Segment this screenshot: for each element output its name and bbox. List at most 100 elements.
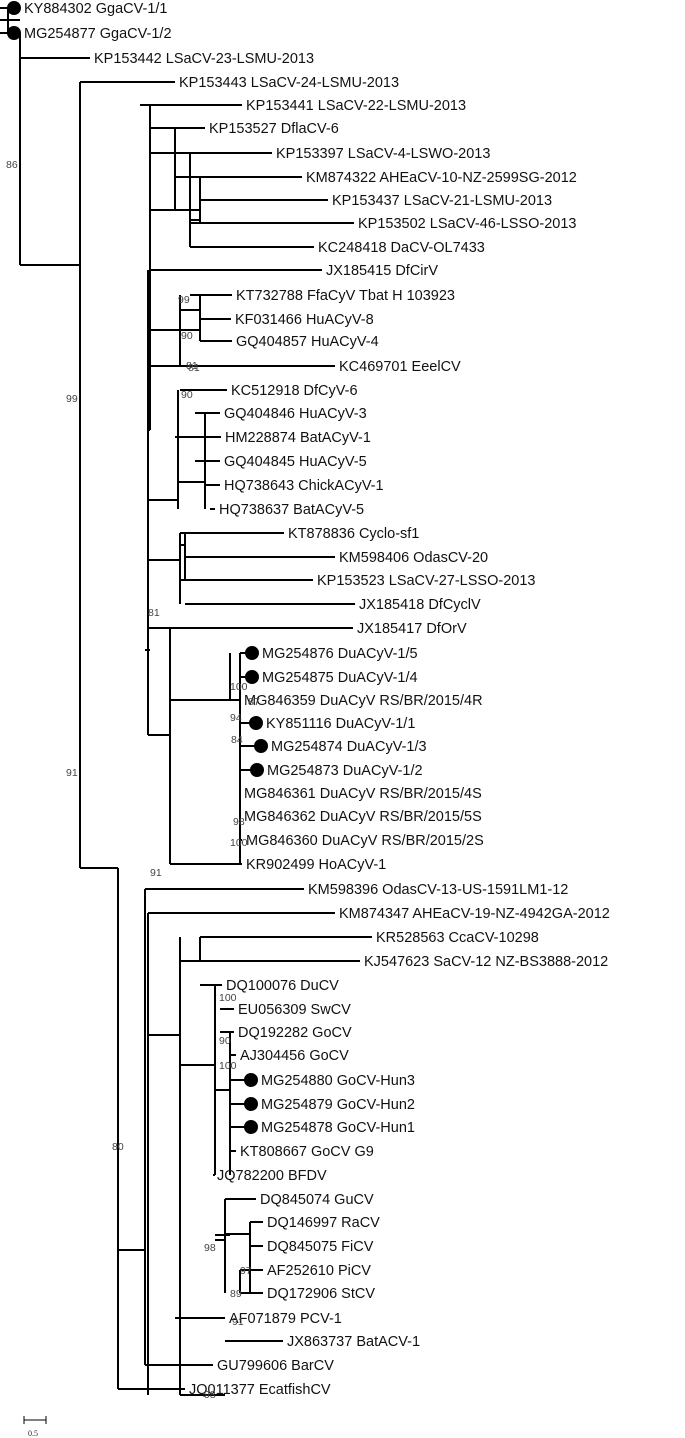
taxon-label: DQ172906 StCV: [267, 1286, 375, 1302]
taxon-label: JX185415 DfCirV: [326, 263, 438, 279]
bootstrap-value: 91: [150, 867, 162, 879]
taxon-label: MG846361 DuACyV RS/BR/2015/4S: [244, 786, 482, 802]
bootstrap-value: 99: [66, 393, 78, 405]
taxon-label: KP153523 LSaCV-27-LSSO-2013: [317, 573, 535, 589]
bootstrap-value: 87: [248, 696, 260, 708]
taxon-label: MG254874 DuACyV-1/3: [271, 739, 427, 755]
taxon-label: KJ547623 SaCV-12 NZ-BS3888-2012: [364, 954, 608, 970]
taxon-label: JX185418 DfCyclV: [359, 597, 481, 613]
taxon-label: KF031466 HuACyV-8: [235, 312, 374, 328]
taxon-label: JX863737 BatACV-1: [287, 1334, 420, 1350]
taxon-label: AF071879 PCV-1: [229, 1311, 342, 1327]
taxon-label: HM228874 BatACyV-1: [225, 430, 371, 446]
sample-marker-dot: [244, 1073, 258, 1087]
bootstrap-value: 90: [181, 330, 193, 342]
bootstrap-value: 94: [230, 712, 242, 724]
taxon-label: GQ404846 HuACyV-3: [224, 406, 367, 422]
bootstrap-value: 81: [148, 607, 160, 619]
taxon-label: KC512918 DfCyV-6: [231, 383, 358, 399]
taxon-label: GU799606 BarCV: [217, 1358, 334, 1374]
sample-marker-dot: [249, 716, 263, 730]
bootstrap-value: 81: [186, 360, 198, 372]
taxon-label: AF252610 PiCV: [267, 1263, 371, 1279]
bootstrap-value: 84: [231, 734, 243, 746]
taxon-label: DQ100076 DuCV: [226, 978, 339, 994]
sample-marker-dot: [7, 1, 21, 15]
sample-marker-dot: [244, 1097, 258, 1111]
bootstrap-value: 91: [232, 1316, 244, 1328]
taxon-label: KP153442 LSaCV-23-LSMU-2013: [94, 51, 314, 67]
scale-bar: 0.5: [23, 1416, 47, 1438]
taxon-label: MG846360 DuACyV RS/BR/2015/2S: [246, 833, 484, 849]
bootstrap-value: 97: [240, 1265, 252, 1277]
taxon-label: MG846359 DuACyV RS/BR/2015/4R: [244, 693, 483, 709]
taxon-label: DQ845075 FiCV: [267, 1239, 374, 1255]
taxon-label: KC248418 DaCV-OL7433: [318, 240, 485, 256]
bootstrap-labels: 8699919981909081811008794849810091100901…: [6, 159, 260, 1401]
tree-branches: [0, 7, 372, 1396]
bootstrap-value: 90: [181, 389, 193, 401]
sample-markers: [7, 1, 268, 1134]
bootstrap-value: 100: [230, 681, 248, 693]
taxon-label: DQ146997 RaCV: [267, 1215, 380, 1231]
bootstrap-value: 100: [230, 837, 248, 849]
taxon-label: KM874347 AHEaCV-19-NZ-4942GA-2012: [339, 906, 610, 922]
taxon-label: JQ782200 BFDV: [217, 1168, 327, 1184]
bootstrap-value: 89: [230, 1288, 242, 1300]
taxon-label: MG254880 GoCV-Hun3: [261, 1073, 415, 1089]
sample-marker-dot: [7, 26, 21, 40]
taxon-label: MG254875 DuACyV-1/4: [262, 670, 418, 686]
taxon-label: MG254877 GgaCV-1/2: [24, 26, 172, 42]
bootstrap-value: 80: [112, 1141, 124, 1153]
taxon-label: MG254878 GoCV-Hun1: [261, 1120, 415, 1136]
sample-marker-dot: [244, 1120, 258, 1134]
taxon-label: KP153397 LSaCV-4-LSWO-2013: [276, 146, 490, 162]
taxon-label: DQ192282 GoCV: [238, 1025, 352, 1041]
taxon-label: KR902499 HoACyV-1: [246, 857, 386, 873]
taxon-label: KM598406 OdasCV-20: [339, 550, 488, 566]
bootstrap-value: 100: [219, 992, 237, 1004]
taxon-label: KP153441 LSaCV-22-LSMU-2013: [246, 98, 466, 114]
taxon-label: KC469701 EeelCV: [339, 359, 461, 375]
sample-marker-dot: [250, 763, 264, 777]
bootstrap-value: 100: [219, 1060, 237, 1072]
taxon-label: KP153437 LSaCV-21-LSMU-2013: [332, 193, 552, 209]
taxon-label: GQ404845 HuACyV-5: [224, 454, 367, 470]
sample-marker-dot: [245, 670, 259, 684]
bootstrap-value: 98: [233, 816, 245, 828]
bootstrap-value: 99: [178, 294, 190, 306]
sample-marker-dot: [254, 739, 268, 753]
taxon-label: MG254879 GoCV-Hun2: [261, 1097, 415, 1113]
bootstrap-value: 98: [204, 1242, 216, 1254]
taxon-label: KM874322 AHEaCV-10-NZ-2599SG-2012: [306, 170, 577, 186]
taxon-label: KT808667 GoCV G9: [240, 1144, 374, 1160]
taxon-label: GQ404857 HuACyV-4: [236, 334, 379, 350]
taxon-label: MG254873 DuACyV-1/2: [267, 763, 423, 779]
taxon-label: KT732788 FfaCyV Tbat H 103923: [236, 288, 455, 304]
taxon-label: MG254876 DuACyV-1/5: [262, 646, 418, 662]
taxon-label: KR528563 CcaCV-10298: [376, 930, 539, 946]
taxon-label: KY851116 DuACyV-1/1: [266, 716, 415, 732]
taxon-label: JQ011377 EcatfishCV: [189, 1382, 331, 1398]
taxon-label: KP153502 LSaCV-46-LSSO-2013: [358, 216, 576, 232]
taxon-label: KT878836 Cyclo-sf1: [288, 526, 419, 542]
taxon-label: KM598396 OdasCV-13-US-1591LM1-12: [308, 882, 568, 898]
bootstrap-value: 98: [204, 1389, 216, 1401]
taxon-label: KY884302 GgaCV-1/1: [24, 1, 168, 17]
bootstrap-value: 90: [219, 1035, 231, 1047]
bootstrap-value: 86: [6, 159, 18, 171]
taxon-label: HQ738637 BatACyV-5: [219, 502, 364, 518]
taxon-label: AJ304456 GoCV: [240, 1048, 349, 1064]
bootstrap-value: 81: [188, 362, 200, 374]
taxon-label: EU056309 SwCV: [238, 1002, 351, 1018]
scale-bar-label: 0.5: [28, 1429, 38, 1438]
taxon-label: JX185417 DfOrV: [357, 621, 467, 637]
bootstrap-value: 91: [66, 767, 78, 779]
taxon-label: HQ738643 ChickACyV-1: [224, 478, 384, 494]
taxon-label: KP153527 DflaCV-6: [209, 121, 339, 137]
sample-marker-dot: [245, 646, 259, 660]
taxon-label: DQ845074 GuCV: [260, 1192, 374, 1208]
taxon-label: MG846362 DuACyV RS/BR/2015/5S: [244, 809, 482, 825]
